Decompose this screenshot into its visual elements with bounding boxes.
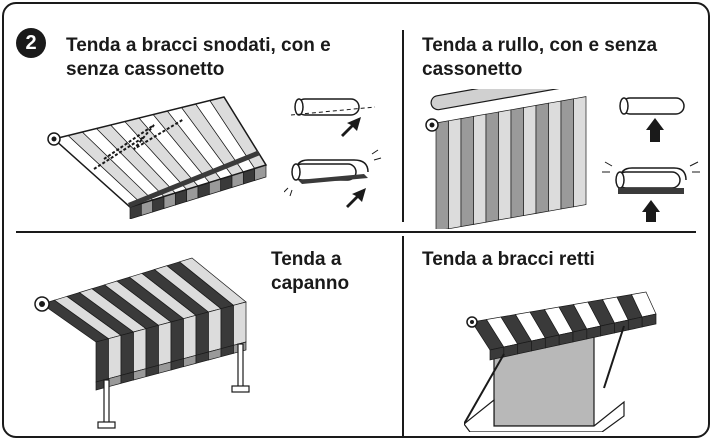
front-stripe [170,318,184,363]
front-stripe [120,331,134,376]
straight-arm-awning-illustration [464,291,657,432]
blind-stripe [448,118,462,229]
valance-flap [641,313,657,328]
front-stripe [158,321,172,366]
tube-motor-icon-open [290,98,376,137]
front-stripe [183,314,197,360]
blind-stripe [435,120,449,229]
panel-title-articulated-arm-awning: Tenda a bracci snodati, con e senza cass… [66,35,331,80]
blind-stripe [560,98,574,210]
blind-stripe [485,111,499,223]
step-number-badge: 2 [16,28,46,58]
blind-stripe [510,107,524,219]
front-stripe [208,308,222,353]
panel-title-hut-awning: Tenda a capanno [271,249,350,294]
blind-stripe [473,113,487,225]
panel-title-straight-arm-awning: Tenda a bracci retti [422,249,595,270]
front-stripe [233,301,247,346]
front-stripe [108,334,122,380]
front-stripe [133,328,147,373]
roller-tube-icon-cassette [602,161,700,222]
front-stripe [145,324,159,370]
articulated-arm-awning-illustration [47,96,268,219]
blind-stripe [498,109,512,221]
blind-stripe [548,100,562,212]
blind-stripe [460,115,474,228]
blind-stripe [573,96,587,208]
panel-title-roller-blind: Tenda a rullo, con e senza cassonetto [422,35,658,80]
blind-stripe [535,102,549,214]
blind-stripe [523,104,537,217]
tube-motor-icon-cassette [284,149,382,208]
roller-blind-illustration [425,89,592,229]
front-stripe [195,311,209,356]
front-stripe [220,304,234,350]
figure-frame: 2 Tenda a bracci snodati, con e senza ca… [2,2,710,438]
front-stripe [95,338,109,383]
vertical-divider-top [402,30,404,222]
roller-tube-icon-open [619,97,685,142]
hut-awning-illustration [34,257,250,429]
vertical-divider-bottom [402,236,404,436]
horizontal-divider [16,231,696,233]
